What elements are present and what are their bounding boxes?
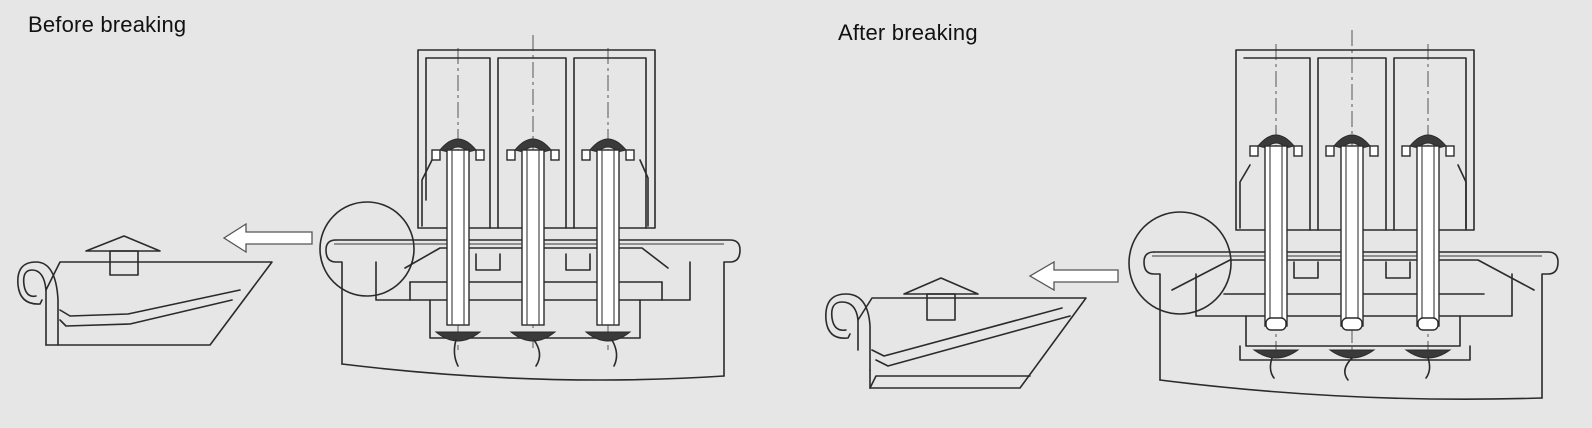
direction-arrow-after — [1028, 260, 1119, 292]
after-breaking-label: After breaking — [838, 20, 978, 45]
pin-1-before — [431, 138, 485, 367]
pin-3-before — [581, 138, 635, 367]
pin-1-after — [1249, 134, 1303, 379]
direction-arrow-before — [222, 222, 313, 254]
detail-view-before — [17, 261, 273, 346]
magnifier-circle-before — [319, 201, 415, 297]
connector-assembly-before — [325, 35, 741, 381]
vent-arrow-icon-after — [903, 277, 979, 321]
pin-2-after — [1325, 134, 1379, 381]
connector-assembly-after — [1143, 30, 1559, 400]
vent-arrow-icon — [85, 235, 161, 276]
detail-view-after — [825, 293, 1087, 389]
before-breaking-label: Before breaking — [28, 12, 187, 37]
magnifier-circle-after — [1128, 211, 1232, 315]
pin-3-after — [1401, 134, 1455, 379]
pin-2-before — [506, 138, 560, 367]
